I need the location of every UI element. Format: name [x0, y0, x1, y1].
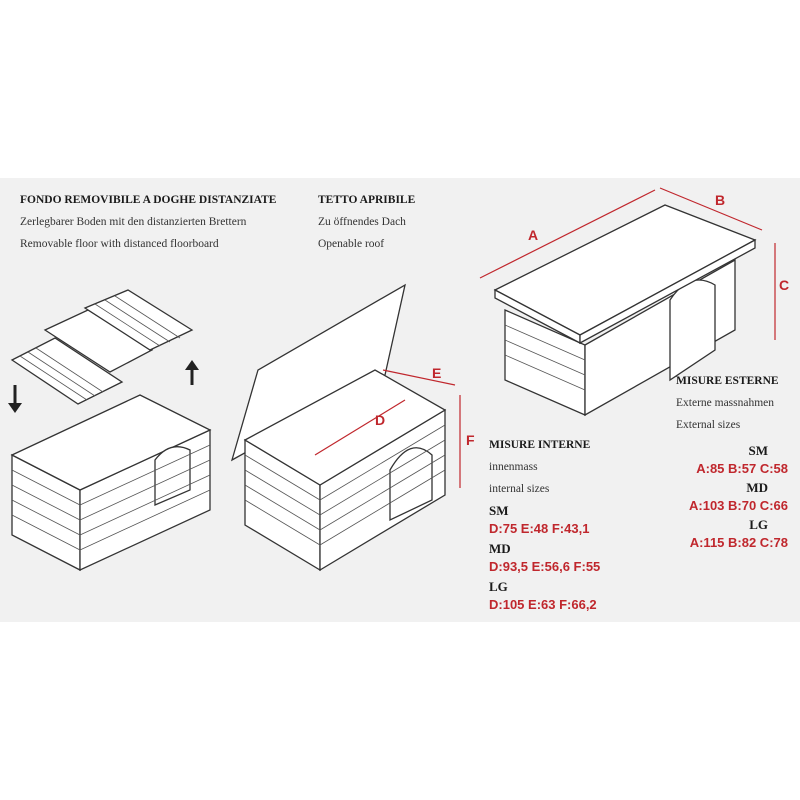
size-values: A:115 B:82 C:78	[689, 535, 788, 550]
size-label: LG	[489, 579, 508, 594]
size-values: A:85 B:57 C:58	[696, 461, 788, 476]
size-label: SM	[489, 503, 509, 518]
internal-title: MISURE INTERNE	[489, 439, 591, 451]
arrow-up-icon	[185, 360, 199, 385]
floor-caption: FONDO REMOVIBILE A DOGHE DISTANZIATE Zer…	[20, 189, 310, 255]
external-text-de: Externe massnahmen	[676, 397, 775, 409]
size-values: A:103 B:70 C:66	[689, 498, 788, 513]
open-base-drawing	[10, 394, 212, 572]
dimension-label-a: A	[528, 227, 538, 243]
size-label: SM	[748, 443, 769, 458]
size-label: LG	[749, 517, 768, 532]
external-sizes: SM A:85 B:57 C:58 MD A:103 B:70 C:66 LG …	[676, 442, 788, 551]
dimension-label-d: D	[375, 412, 385, 428]
open-roof-drawing: D E F	[230, 283, 475, 572]
roof-title: TETTO APRIBILE	[318, 194, 416, 206]
external-title: MISURE ESTERNE	[676, 375, 779, 387]
internal-text-de: innenmass	[489, 461, 538, 473]
size-label: MD	[489, 541, 511, 556]
dimension-label-b: B	[715, 192, 725, 208]
dimension-label-e: E	[432, 365, 441, 381]
roof-text-en: Openable roof	[318, 238, 385, 250]
dimension-label-c: C	[779, 277, 789, 293]
floor-text-de: Zerlegbarer Boden mit den distanzierten …	[20, 216, 247, 228]
closed-house-drawing: A B C	[479, 187, 789, 417]
internal-text-en: internal sizes	[489, 483, 550, 495]
floor-boards-drawing	[10, 289, 194, 405]
roof-caption: TETTO APRIBILE Zu öffnendes Dach Openabl…	[318, 189, 415, 255]
external-caption: MISURE ESTERNE Externe massnahmen Extern…	[676, 370, 779, 436]
size-values: D:93,5 E:56,6 F:55	[489, 559, 601, 574]
internal-caption: MISURE INTERNE innenmass internal sizes	[489, 434, 590, 500]
size-values: D:105 E:63 F:66,2	[489, 597, 597, 612]
roof-text-de: Zu öffnendes Dach	[318, 216, 406, 228]
floor-text-en: Removable floor with distanced floorboar…	[20, 238, 219, 250]
internal-sizes: SM D:75 E:48 F:43,1 MD D:93,5 E:56,6 F:5…	[489, 502, 600, 613]
size-values: D:75 E:48 F:43,1	[489, 521, 590, 536]
arrow-down-icon	[8, 385, 22, 413]
floor-title: FONDO REMOVIBILE A DOGHE DISTANZIATE	[20, 194, 277, 206]
external-text-en: External sizes	[676, 419, 741, 431]
size-label: MD	[746, 480, 768, 495]
dimension-label-f: F	[466, 432, 475, 448]
